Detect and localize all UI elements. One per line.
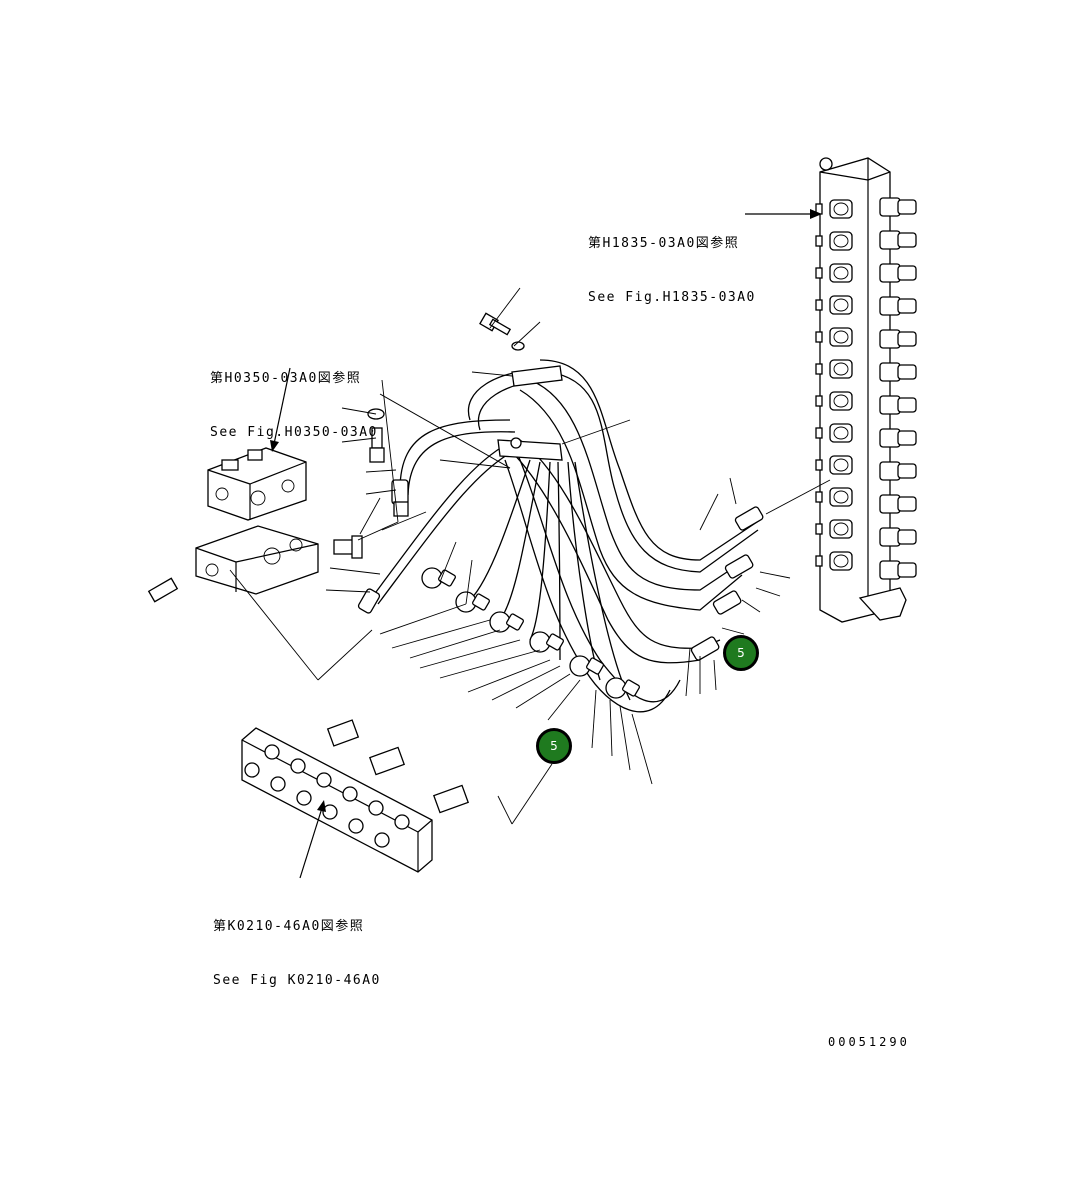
reference-jp-bottom-left: 第K0210-46A0図参照 <box>213 919 365 934</box>
washer-icon <box>367 341 525 420</box>
valve-block-icon <box>147 447 363 603</box>
leader-lines <box>229 287 831 825</box>
reference-en-left: See Fig.H0350-03A0 <box>210 425 378 440</box>
reference-en-top-right: See Fig.H1835-03A0 <box>588 290 756 305</box>
reference-jp-left: 第H0350-03A0図参照 <box>210 371 362 386</box>
reference-label-top-right: 第H1835-03A0図参照 See Fig.H1835-03A0 <box>588 199 756 325</box>
reference-en-bottom-left: See Fig K0210-46A0 <box>213 973 381 988</box>
reference-label-left: 第H0350-03A0図参照 See Fig.H0350-03A0 <box>210 334 378 460</box>
reference-arrows <box>270 209 822 879</box>
part-callout[interactable]: 5 <box>536 728 572 764</box>
drawing-number: 00051290 <box>828 1035 910 1049</box>
manifold-block-icon <box>815 157 917 623</box>
distribution-block-icon <box>241 719 470 873</box>
reference-jp-top-right: 第H1835-03A0図参照 <box>588 236 740 251</box>
reference-label-bottom-left: 第K0210-46A0図参照 See Fig K0210-46A0 <box>213 882 381 1008</box>
bolt-icon <box>369 312 512 463</box>
clamp-icon <box>497 365 563 461</box>
hose-assembly-icon <box>357 359 764 713</box>
part-callout[interactable]: 5 <box>723 635 759 671</box>
